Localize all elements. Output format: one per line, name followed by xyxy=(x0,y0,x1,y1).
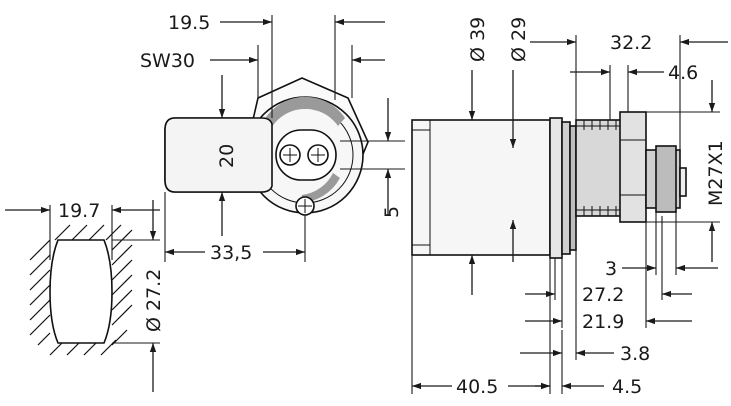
dim-27-2-right: 27.2 xyxy=(582,284,624,306)
dim-40-5: 40.5 xyxy=(456,376,498,398)
dim-dia-29: Ø 29 xyxy=(508,17,530,62)
dim-4-6: 4.6 xyxy=(668,62,698,84)
dim-3: 3 xyxy=(605,258,617,280)
dim-m27x1: M27X1 xyxy=(705,140,727,206)
dim-3-8: 3.8 xyxy=(620,343,650,365)
dim-19-7: 19.7 xyxy=(58,200,100,222)
dim-dia-39: Ø 39 xyxy=(467,17,489,62)
cylinder-body xyxy=(411,119,551,256)
dim-sw30: SW30 xyxy=(140,50,195,72)
cutout-dimensions: 19.7 Ø 27.2 xyxy=(5,200,165,392)
key-plug xyxy=(275,129,337,181)
dim-20: 20 xyxy=(216,144,238,168)
body-shading xyxy=(263,96,345,130)
screw-icon xyxy=(307,144,329,166)
side-hex-nut xyxy=(619,111,647,223)
dim-5: 5 xyxy=(381,206,403,218)
dim-19-5: 19.5 xyxy=(168,12,210,34)
dim-21-9: 21.9 xyxy=(582,311,624,333)
dim-4-5: 4.5 xyxy=(612,376,642,398)
threaded-shank xyxy=(575,119,627,217)
dim-32-2: 32.2 xyxy=(610,32,652,54)
cutout-shape xyxy=(49,239,113,344)
side-view xyxy=(411,111,687,259)
front-view-dimensions: 19.5 SW30 20 5 33,5 xyxy=(140,12,405,264)
side-view-dimensions: Ø 39 Ø 29 32.2 4.6 M27X1 3 27.2 xyxy=(411,17,728,398)
screw-icon xyxy=(295,196,315,216)
panel-cutout-view xyxy=(29,224,133,356)
dim-33-5: 33,5 xyxy=(210,242,252,264)
front-view xyxy=(164,77,369,216)
screw-icon xyxy=(279,144,301,166)
dim-27-2-left: Ø 27.2 xyxy=(143,269,165,332)
